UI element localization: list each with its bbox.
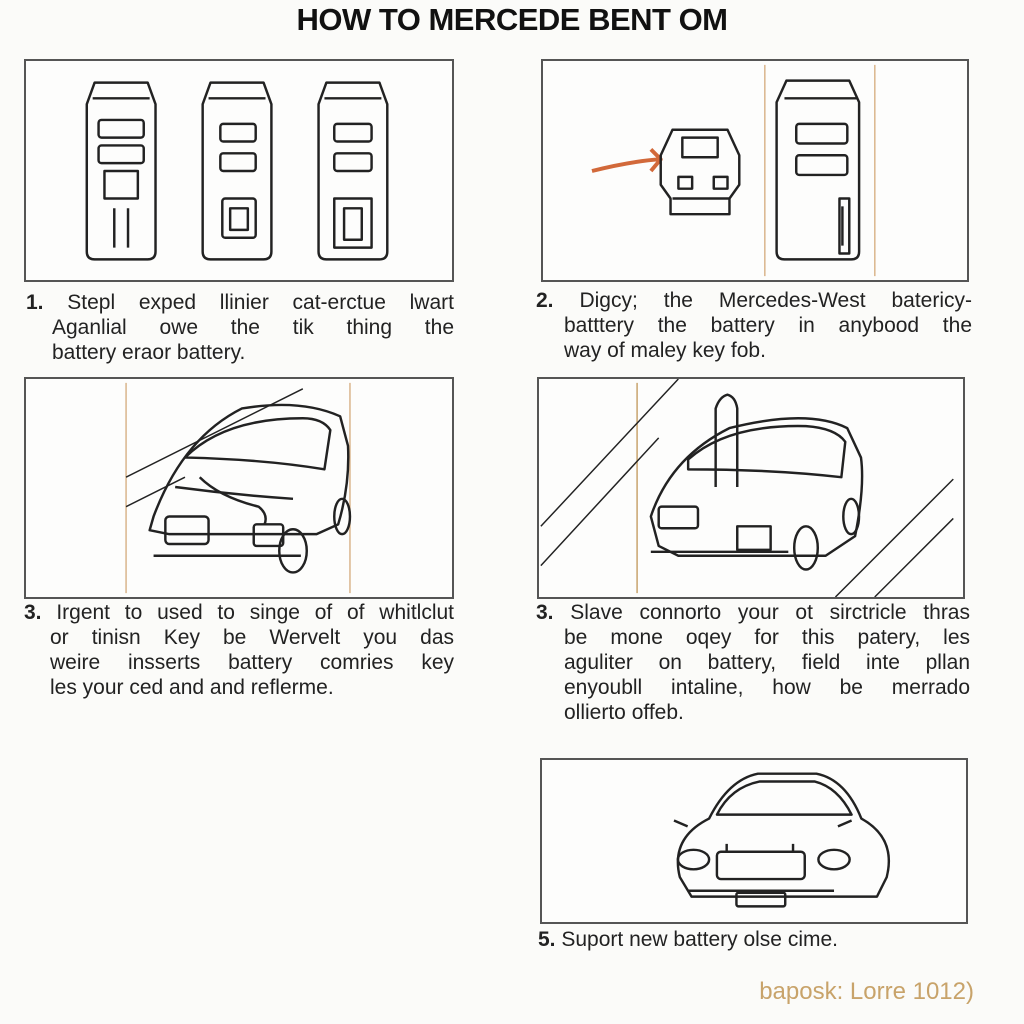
footer-caption: baposk: Lorre 1012) <box>759 978 974 1005</box>
step-3-text: 3. Irgent to used to singe of of whitlcl… <box>24 601 454 699</box>
key-fob-icon <box>201 81 273 261</box>
car-icon <box>649 393 864 571</box>
step-1-text: 1. Stepl exped llinier cat-erctue lwart … <box>26 291 454 364</box>
car-icon <box>148 403 352 574</box>
key-fob-icon <box>85 81 157 261</box>
illustration-key-fobs <box>24 59 454 282</box>
page-title: HOW TO MERCEDE BENT OM <box>296 2 728 37</box>
step-2-text: 2. Digcy; the Mercedes-West batericy- ba… <box>536 289 973 362</box>
key-fob-icon <box>775 79 861 261</box>
battery-cover-icon <box>659 128 741 216</box>
arrow-icon <box>591 147 663 173</box>
illustration-car-open-hood <box>24 377 454 599</box>
key-fob-icon <box>317 81 389 261</box>
illustration-fob-opening <box>541 59 969 282</box>
illustration-car-battery-tool <box>537 377 965 599</box>
step-4-text: 3. Slave connorto your ot sirctricle thr… <box>536 601 970 724</box>
illustration-car-front <box>540 758 968 924</box>
step-5-text: 5. Suport new battery olse cime. <box>538 928 838 951</box>
car-icon <box>673 772 891 908</box>
